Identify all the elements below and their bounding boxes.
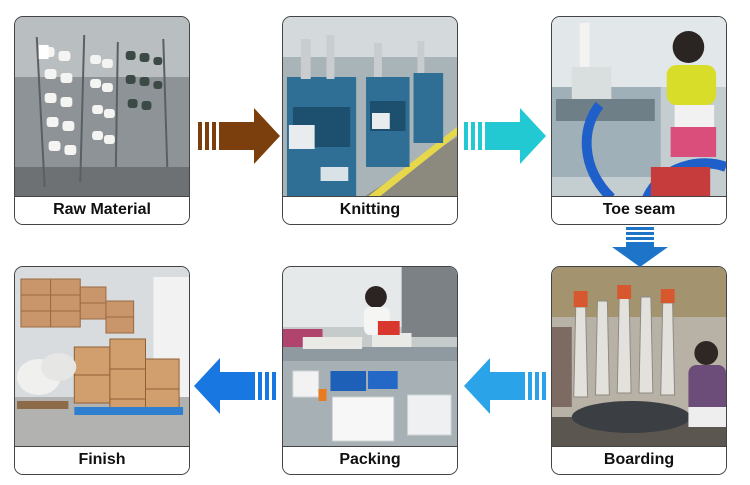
step-label-finish: Finish <box>15 446 189 474</box>
flow-arrow-raw-to-knitting <box>198 108 280 164</box>
raw-material-photo <box>15 17 189 198</box>
flow-arrow-boarding-to-packing <box>464 358 546 414</box>
flow-arrow-toe-seam-to-boarding <box>612 227 668 267</box>
flow-arrow-knitting-to-toe-seam <box>464 108 546 164</box>
step-card-boarding: Boarding <box>551 266 727 475</box>
step-label-toe-seam: Toe seam <box>552 196 726 224</box>
step-card-packing: Packing <box>282 266 458 475</box>
step-card-finish: Finish <box>14 266 190 475</box>
step-card-raw-material: Raw Material <box>14 16 190 225</box>
packing-photo <box>283 267 457 448</box>
toe-seam-photo <box>552 17 726 198</box>
step-label-packing: Packing <box>283 446 457 474</box>
step-label-boarding: Boarding <box>552 446 726 474</box>
step-card-toe-seam: Toe seam <box>551 16 727 225</box>
knitting-photo <box>283 17 457 198</box>
flow-arrow-packing-to-finish <box>194 358 276 414</box>
boarding-photo <box>552 267 726 448</box>
step-card-knitting: Knitting <box>282 16 458 225</box>
finish-photo <box>15 267 189 448</box>
step-label-raw-material: Raw Material <box>15 196 189 224</box>
step-label-knitting: Knitting <box>283 196 457 224</box>
